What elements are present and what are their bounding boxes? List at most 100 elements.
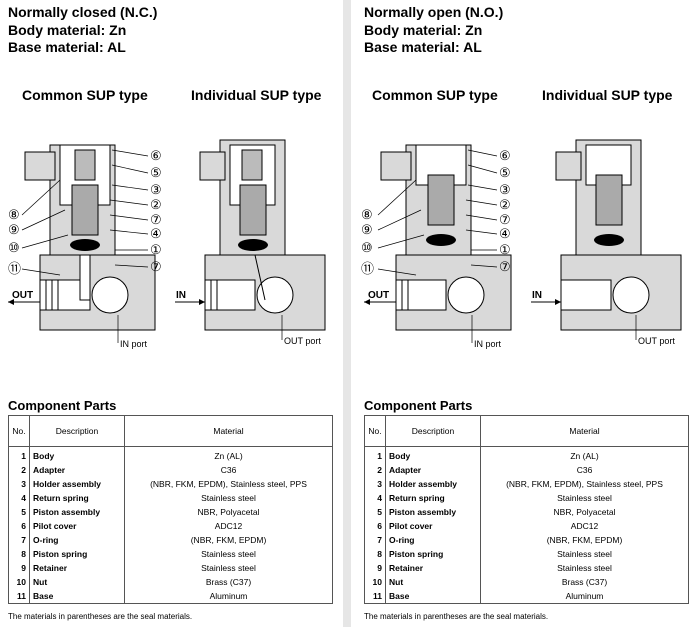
part-number: 4 (364, 491, 386, 505)
part-material: C36 (480, 463, 689, 477)
callout-numbers-right: ⑥ ⑤ ③ ② ⑦ ④ ① ⑦ (499, 148, 511, 274)
svg-text:④: ④ (499, 226, 511, 241)
svg-text:⑥: ⑥ (499, 148, 511, 163)
part-material: Aluminum (480, 589, 689, 604)
part-number: 7 (364, 533, 386, 547)
in-port-callout: IN port (120, 339, 148, 349)
part-material: (NBR, FKM, EPDM) (124, 533, 333, 547)
part-material: ADC12 (124, 519, 333, 533)
part-description: Adapter (385, 463, 481, 477)
part-number: 10 (8, 575, 30, 589)
part-number: 2 (8, 463, 30, 477)
out-port-label: OUT (368, 290, 389, 301)
svg-text:⑤: ⑤ (499, 165, 511, 180)
svg-text:⑩: ⑩ (8, 240, 20, 255)
part-material: Brass (C37) (124, 575, 333, 589)
part-material: Stainless steel (124, 491, 333, 505)
part-number: 10 (364, 575, 386, 589)
part-description: O-ring (385, 533, 481, 547)
panel-divider (343, 0, 351, 627)
part-material: ADC12 (480, 519, 689, 533)
svg-text:⑦: ⑦ (150, 259, 162, 274)
callout-numbers-left: ⑧ ⑨ ⑩ ⑪ (8, 207, 21, 276)
valve-cross-section-diagram: ⑥ ⑤ ③ ② ⑦ ④ ① ⑦ ⑧ ⑨ ⑩ ⑪ (361, 139, 682, 349)
svg-text:③: ③ (150, 182, 162, 197)
part-number: 11 (8, 589, 30, 604)
part-number: 9 (364, 561, 386, 575)
part-material: Aluminum (124, 589, 333, 604)
in-port-label: IN (532, 290, 542, 301)
panel-title: Normally open (N.O.) (364, 4, 504, 20)
part-material: Stainless steel (480, 547, 689, 561)
panel-title: Normally closed (N.C.) (8, 4, 158, 20)
part-description: Piston assembly (29, 505, 125, 519)
common-sup-title: Common SUP type (22, 87, 148, 103)
out-port-callout: OUT port (638, 336, 675, 346)
svg-text:②: ② (499, 197, 511, 212)
part-number: 4 (8, 491, 30, 505)
individual-sup-valve-drawing (199, 139, 326, 331)
col-description: Description (29, 415, 125, 447)
individual-sup-title: Individual SUP type (191, 87, 322, 103)
part-description: Adapter (29, 463, 125, 477)
part-description: Piston assembly (385, 505, 481, 519)
svg-text:⑨: ⑨ (8, 222, 20, 237)
part-number: 7 (8, 533, 30, 547)
body-material: Body material: Zn (8, 22, 127, 38)
part-description: Nut (29, 575, 125, 589)
common-sup-valve-drawing (380, 144, 512, 331)
svg-text:⑦: ⑦ (150, 212, 162, 227)
part-material: Stainless steel (124, 561, 333, 575)
col-material: Material (480, 415, 689, 447)
part-material: (NBR, FKM, EPDM), Stainless steel, PPS (480, 477, 689, 491)
part-description: Retainer (29, 561, 125, 575)
individual-sup-valve-drawing (555, 139, 682, 331)
svg-text:⑧: ⑧ (361, 207, 373, 222)
svg-text:④: ④ (150, 226, 162, 241)
part-description: Return spring (29, 491, 125, 505)
out-port-callout: OUT port (284, 336, 321, 346)
part-number: 1 (8, 446, 30, 463)
in-port-label: IN (176, 290, 186, 301)
part-number: 2 (364, 463, 386, 477)
part-material: Brass (C37) (480, 575, 689, 589)
svg-text:⑪: ⑪ (361, 261, 374, 276)
valve-cross-section-diagram: ⑥ ⑤ ③ ② ⑦ ④ ① ⑦ ⑧ ⑨ ⑩ ⑪ (8, 139, 326, 349)
seal-note: The materials in parentheses are the sea… (364, 612, 549, 621)
svg-text:⑧: ⑧ (8, 207, 20, 222)
callout-leader-lines (21, 149, 149, 276)
svg-text:②: ② (150, 197, 162, 212)
svg-text:⑦: ⑦ (499, 259, 511, 274)
part-number: 8 (8, 547, 30, 561)
part-number: 1 (364, 446, 386, 463)
part-material: (NBR, FKM, EPDM) (480, 533, 689, 547)
col-material: Material (124, 415, 333, 447)
part-number: 5 (364, 505, 386, 519)
seal-note: The materials in parentheses are the sea… (8, 612, 193, 621)
normally-open-panel: Normally open (N.O.) Body material: Zn B… (356, 0, 692, 627)
common-sup-valve-drawing (24, 144, 156, 331)
component-parts-title: Component Parts (8, 398, 117, 413)
normally-closed-panel: Normally closed (N.C.) Body material: Zn… (0, 0, 340, 627)
svg-text:③: ③ (499, 182, 511, 197)
base-material: Base material: AL (8, 39, 126, 55)
svg-text:⑩: ⑩ (361, 240, 373, 255)
